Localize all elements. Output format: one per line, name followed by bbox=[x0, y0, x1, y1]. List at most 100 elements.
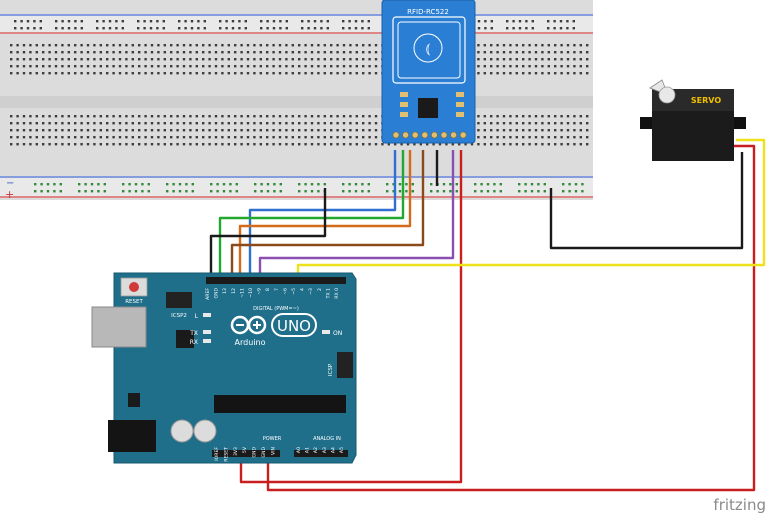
breadboard-hole bbox=[528, 136, 531, 139]
breadboard-hole bbox=[99, 143, 102, 146]
breadboard-hole bbox=[253, 65, 256, 68]
breadboard-hole bbox=[278, 58, 282, 61]
breadboard-hole bbox=[477, 136, 480, 139]
breadboard-hole bbox=[355, 58, 358, 61]
breadboard-hole bbox=[144, 129, 147, 132]
breadboard-hole bbox=[368, 65, 371, 68]
breadboard-hole bbox=[579, 65, 582, 68]
pin-label: 5V bbox=[242, 446, 248, 453]
breadboard-hole bbox=[259, 136, 262, 139]
breadboard-hole bbox=[317, 44, 320, 47]
breadboard-hole bbox=[42, 65, 45, 68]
breadboard-hole bbox=[342, 27, 345, 30]
breadboard-hole bbox=[568, 190, 571, 193]
breadboard-hole bbox=[579, 136, 582, 139]
breadboard-hole bbox=[131, 65, 134, 68]
breadboard-hole bbox=[496, 51, 499, 54]
breadboard-hole bbox=[317, 183, 320, 186]
breadboard-hole bbox=[509, 51, 512, 54]
breadboard-hole bbox=[170, 51, 173, 54]
breadboard-hole bbox=[157, 122, 160, 125]
breadboard-hole bbox=[518, 27, 522, 30]
breadboard-hole bbox=[33, 27, 36, 30]
breadboard-hole bbox=[496, 136, 499, 139]
breadboard-hole bbox=[61, 27, 64, 30]
breadboard-hole bbox=[144, 122, 147, 125]
breadboard-hole bbox=[61, 122, 64, 125]
breadboard-hole bbox=[240, 51, 243, 54]
arduino-name-label: Arduino bbox=[235, 338, 266, 347]
breadboard-hole bbox=[222, 190, 226, 193]
breadboard-hole bbox=[330, 136, 333, 139]
breadboard-hole bbox=[225, 27, 228, 30]
breadboard-hole bbox=[244, 20, 247, 23]
breadboard-hole bbox=[29, 122, 32, 125]
breadboard-hole bbox=[493, 190, 496, 193]
breadboard-hole bbox=[61, 65, 64, 68]
breadboard-hole bbox=[349, 58, 352, 61]
breadboard-hole bbox=[496, 65, 499, 68]
breadboard-hole bbox=[502, 122, 506, 125]
breadboard-hole bbox=[246, 136, 250, 139]
breadboard-hole bbox=[112, 115, 115, 118]
rfid-logo-icon: ⦅ bbox=[426, 41, 431, 57]
breadboard-hole bbox=[150, 129, 154, 132]
breadboard-hole bbox=[515, 44, 518, 47]
breadboard-hole bbox=[355, 65, 358, 68]
breadboard-hole bbox=[304, 58, 307, 61]
breadboard-hole bbox=[406, 143, 410, 146]
uno-label: UNO bbox=[277, 317, 311, 335]
breadboard-hole bbox=[106, 115, 109, 118]
breadboard-hole bbox=[163, 136, 166, 139]
breadboard-hole bbox=[374, 51, 378, 54]
breadboard-hole bbox=[266, 72, 269, 75]
breadboard-hole bbox=[182, 72, 186, 75]
breadboard-hole bbox=[74, 115, 77, 118]
breadboard-hole bbox=[74, 136, 77, 139]
breadboard-hole bbox=[35, 65, 38, 68]
breadboard-hole bbox=[125, 115, 128, 118]
breadboard-hole bbox=[285, 129, 288, 132]
breadboard-hole bbox=[138, 65, 141, 68]
breadboard-hole bbox=[573, 115, 576, 118]
breadboard-hole bbox=[214, 129, 218, 132]
breadboard-hole bbox=[227, 72, 230, 75]
breadboard-hole bbox=[291, 122, 294, 125]
breadboard-hole bbox=[547, 115, 550, 118]
breadboard-hole bbox=[307, 27, 310, 30]
breadboard-hole bbox=[42, 122, 45, 125]
breadboard-hole bbox=[310, 122, 314, 125]
breadboard-hole bbox=[566, 27, 569, 30]
breadboard-hole bbox=[348, 27, 351, 30]
breadboard-hole bbox=[528, 58, 531, 61]
pin-label: VIN bbox=[270, 447, 276, 455]
breadboard-hole bbox=[336, 72, 339, 75]
breadboard-hole bbox=[182, 44, 186, 47]
breadboard-hole bbox=[86, 58, 90, 61]
breadboard-hole bbox=[170, 58, 173, 61]
breadboard-hole bbox=[80, 72, 83, 75]
breadboard-hole bbox=[438, 143, 442, 146]
breadboard-hole bbox=[266, 44, 269, 47]
breadboard-hole bbox=[362, 129, 365, 132]
breadboard-hole bbox=[170, 129, 173, 132]
breadboard-hole bbox=[291, 51, 294, 54]
breadboard-hole bbox=[362, 72, 365, 75]
breadboard-hole bbox=[80, 65, 83, 68]
breadboard-hole bbox=[374, 136, 378, 139]
breadboard-hole bbox=[515, 51, 518, 54]
breadboard-hole bbox=[266, 136, 269, 139]
breadboard-hole bbox=[42, 143, 45, 146]
breadboard-hole bbox=[568, 183, 571, 186]
breadboard-hole bbox=[40, 190, 43, 193]
breadboard-hole bbox=[54, 115, 58, 118]
breadboard-hole bbox=[355, 143, 358, 146]
capacitor bbox=[193, 419, 217, 443]
breadboard-hole bbox=[259, 72, 262, 75]
breadboard-hole bbox=[253, 122, 256, 125]
breadboard-hole bbox=[499, 190, 502, 193]
pin-label: RX 0 bbox=[334, 288, 340, 299]
breadboard-hole bbox=[122, 183, 125, 186]
breadboard-hole bbox=[108, 20, 112, 23]
